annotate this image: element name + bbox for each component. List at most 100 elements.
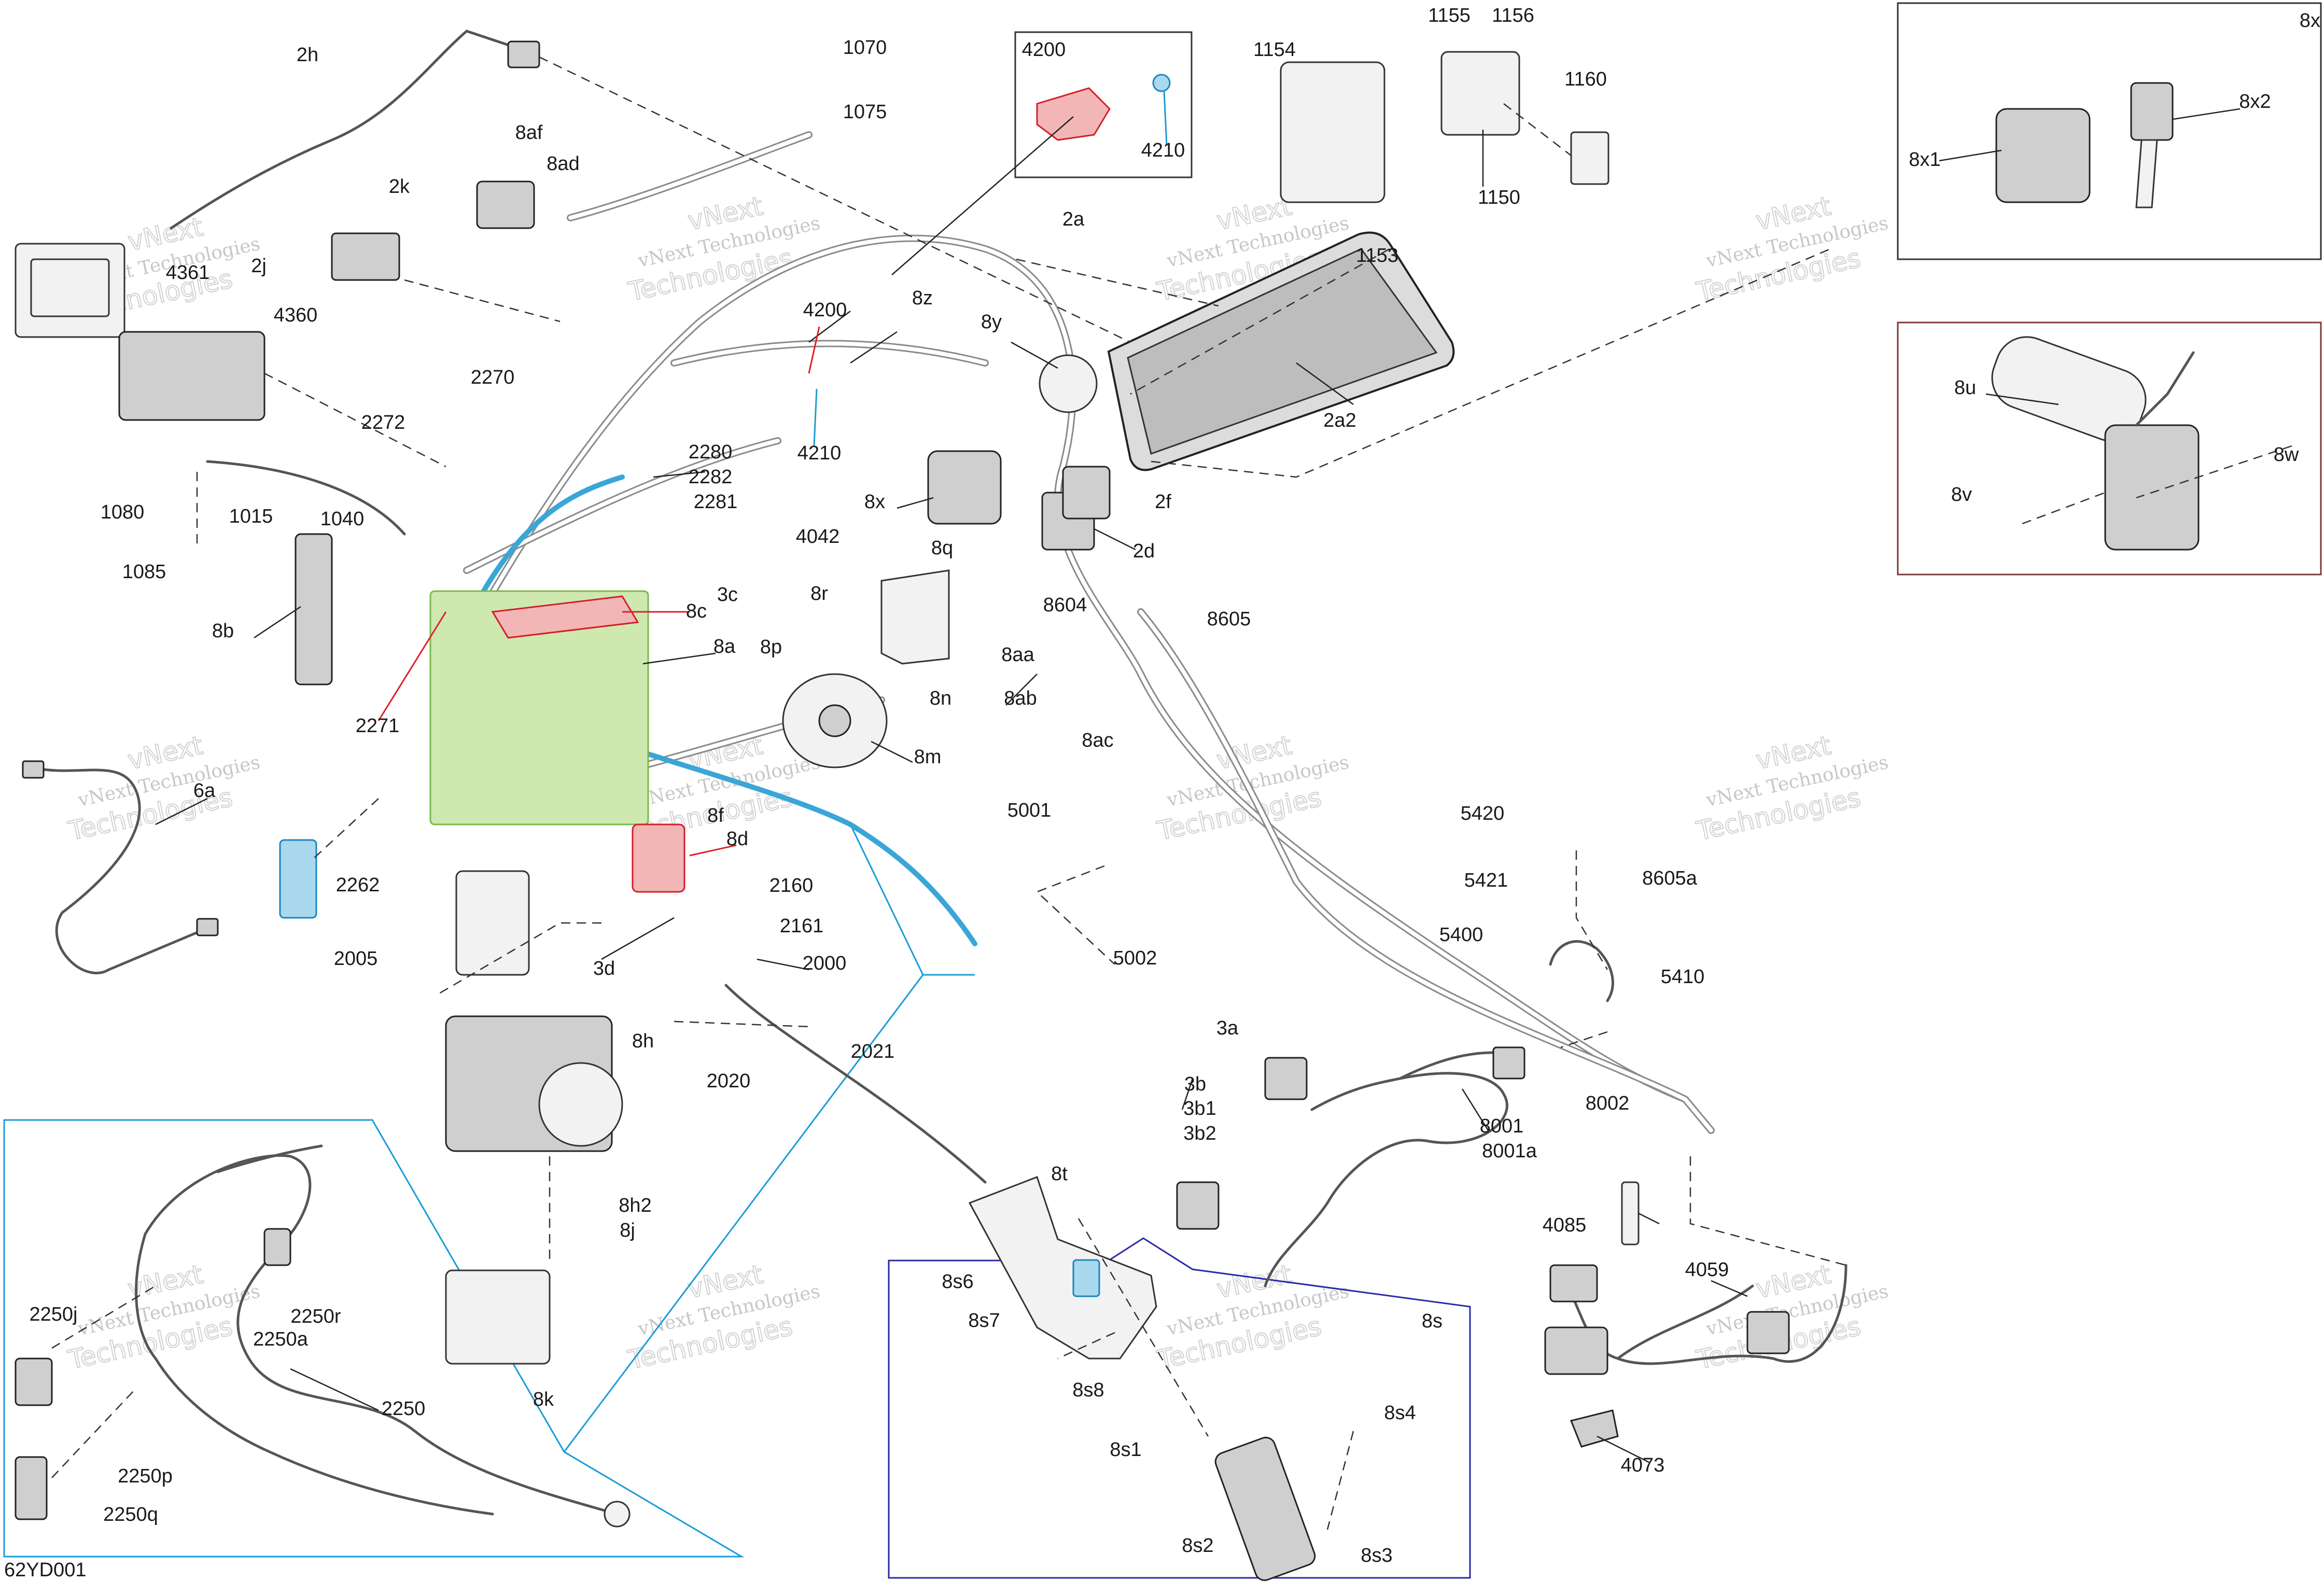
callout-4073: 4073 <box>1621 1454 1665 1476</box>
callout-4085: 4085 <box>1543 1214 1587 1236</box>
callout-1156: 1156 <box>1492 5 1534 26</box>
callout-8q: 8q <box>931 537 953 559</box>
callout-8x: 8x <box>864 491 885 513</box>
bracket-assembly-8s <box>968 1176 1316 1581</box>
callout-5002: 5002 <box>1113 947 1157 969</box>
callout-8ac: 8ac <box>1082 730 1113 751</box>
harness-2h <box>170 30 530 230</box>
callout-8s6: 8s6 <box>942 1271 973 1293</box>
module-2j <box>331 232 400 281</box>
callout-1070: 1070 <box>843 37 887 59</box>
inset-frame-8x <box>1897 2 2322 260</box>
callout-8w: 8w <box>2274 444 2299 466</box>
callout-2a2: 2a2 <box>1323 410 1356 431</box>
callout-4210: 4210 <box>797 442 842 464</box>
callout-2161: 2161 <box>780 915 824 937</box>
bracket-1153 <box>1280 61 1385 203</box>
callout-leader-lines <box>155 90 2241 1463</box>
callout-8x2: 8x2 <box>2239 91 2271 113</box>
callout-8p: 8p <box>760 636 782 658</box>
assembly-leader-lines <box>51 56 2292 1530</box>
callout-1015: 1015 <box>229 506 273 527</box>
callout-1160: 1160 <box>1564 68 1607 90</box>
callout-8ab: 8ab <box>1004 688 1037 709</box>
callout-8h2: 8h2 <box>619 1195 651 1216</box>
callout-8n: 8n <box>930 688 951 709</box>
key-blade-8x2 <box>2135 139 2158 208</box>
callout-1154: 1154 <box>1253 39 1296 61</box>
connector-6a-top <box>22 760 45 779</box>
inset-frame-2250 <box>3 1119 745 1558</box>
callout-2282: 2282 <box>689 466 733 488</box>
clip-4073 <box>1570 1409 1619 1448</box>
inset-frame-8u <box>1897 321 2322 576</box>
module-4360 <box>118 331 265 421</box>
sensor-8ad <box>476 180 535 229</box>
callout-8a: 8a <box>713 636 736 657</box>
key-8x2 <box>2130 82 2174 141</box>
callout-8s7: 8s7 <box>968 1310 1000 1332</box>
connector-6a-bottom <box>196 918 219 936</box>
callout-2160: 2160 <box>769 875 814 897</box>
callout-8f: 8f <box>707 805 724 827</box>
callout-8y: 8y <box>981 311 1002 333</box>
callout-5421: 5421 <box>1464 870 1508 891</box>
callout-8z: 8z <box>912 287 933 309</box>
callout-8604: 8604 <box>1043 594 1087 616</box>
callout-1153: 1153 <box>1356 245 1398 267</box>
callout-2020: 2020 <box>707 1070 751 1092</box>
callout-2250p: 2250p <box>118 1465 173 1487</box>
callout-2021: 2021 <box>851 1041 895 1062</box>
callout-2h: 2h <box>297 44 318 66</box>
bracket-8k <box>445 1269 551 1365</box>
callout-2250: 2250 <box>382 1398 426 1420</box>
callout-4361: 4361 <box>166 262 210 284</box>
clip-4200 <box>1036 87 1111 141</box>
callout-8s3: 8s3 <box>1361 1545 1392 1566</box>
callout-1080: 1080 <box>101 501 145 523</box>
callout-5400: 5400 <box>1439 924 1483 946</box>
callout-6a: 6a <box>193 780 216 802</box>
actuator-8u <box>1991 336 2200 551</box>
display-2a2 <box>1107 231 1455 471</box>
callout-3a: 3a <box>1216 1017 1239 1039</box>
callout-4200: 4200 <box>1022 39 1066 61</box>
callout-2000: 2000 <box>803 953 847 974</box>
blue-callout-lines <box>563 824 975 1452</box>
harness-2250 <box>15 1144 631 1528</box>
callout-8k: 8k <box>533 1389 554 1410</box>
callout-8b: 8b <box>212 620 234 642</box>
callout-4360: 4360 <box>274 304 318 326</box>
callout-8s8: 8s8 <box>1072 1379 1104 1401</box>
callout-5410: 5410 <box>1661 966 1705 988</box>
pump-motor-8h <box>538 1062 623 1147</box>
drawing-id: 62YD001 <box>4 1559 86 1581</box>
callout-2272: 2272 <box>361 412 405 433</box>
callout-8h: 8h <box>632 1030 654 1052</box>
callout-4200: 4200 <box>803 299 847 321</box>
harness-3a-3b <box>1176 1046 1525 1287</box>
callout-8ad: 8ad <box>547 153 579 175</box>
callout-3b2: 3b2 <box>1183 1123 1216 1144</box>
bracket-2262 <box>279 839 317 919</box>
callout-2262: 2262 <box>336 874 380 896</box>
fuse-block-2005 <box>455 870 530 976</box>
callout-1040: 1040 <box>320 508 365 530</box>
callout-5001: 5001 <box>1007 800 1052 821</box>
callout-8x: 8x <box>2300 10 2320 32</box>
connector-4085 <box>1621 1181 1640 1245</box>
battery-bracket-8c <box>491 595 639 639</box>
callout-8605: 8605 <box>1207 608 1251 630</box>
callout-8002: 8002 <box>1586 1093 1630 1114</box>
callout-2250r: 2250r <box>290 1306 341 1327</box>
callout-2j: 2j <box>251 255 267 277</box>
callout-1150: 1150 <box>1478 187 1520 208</box>
pad-1160 <box>1570 131 1609 185</box>
